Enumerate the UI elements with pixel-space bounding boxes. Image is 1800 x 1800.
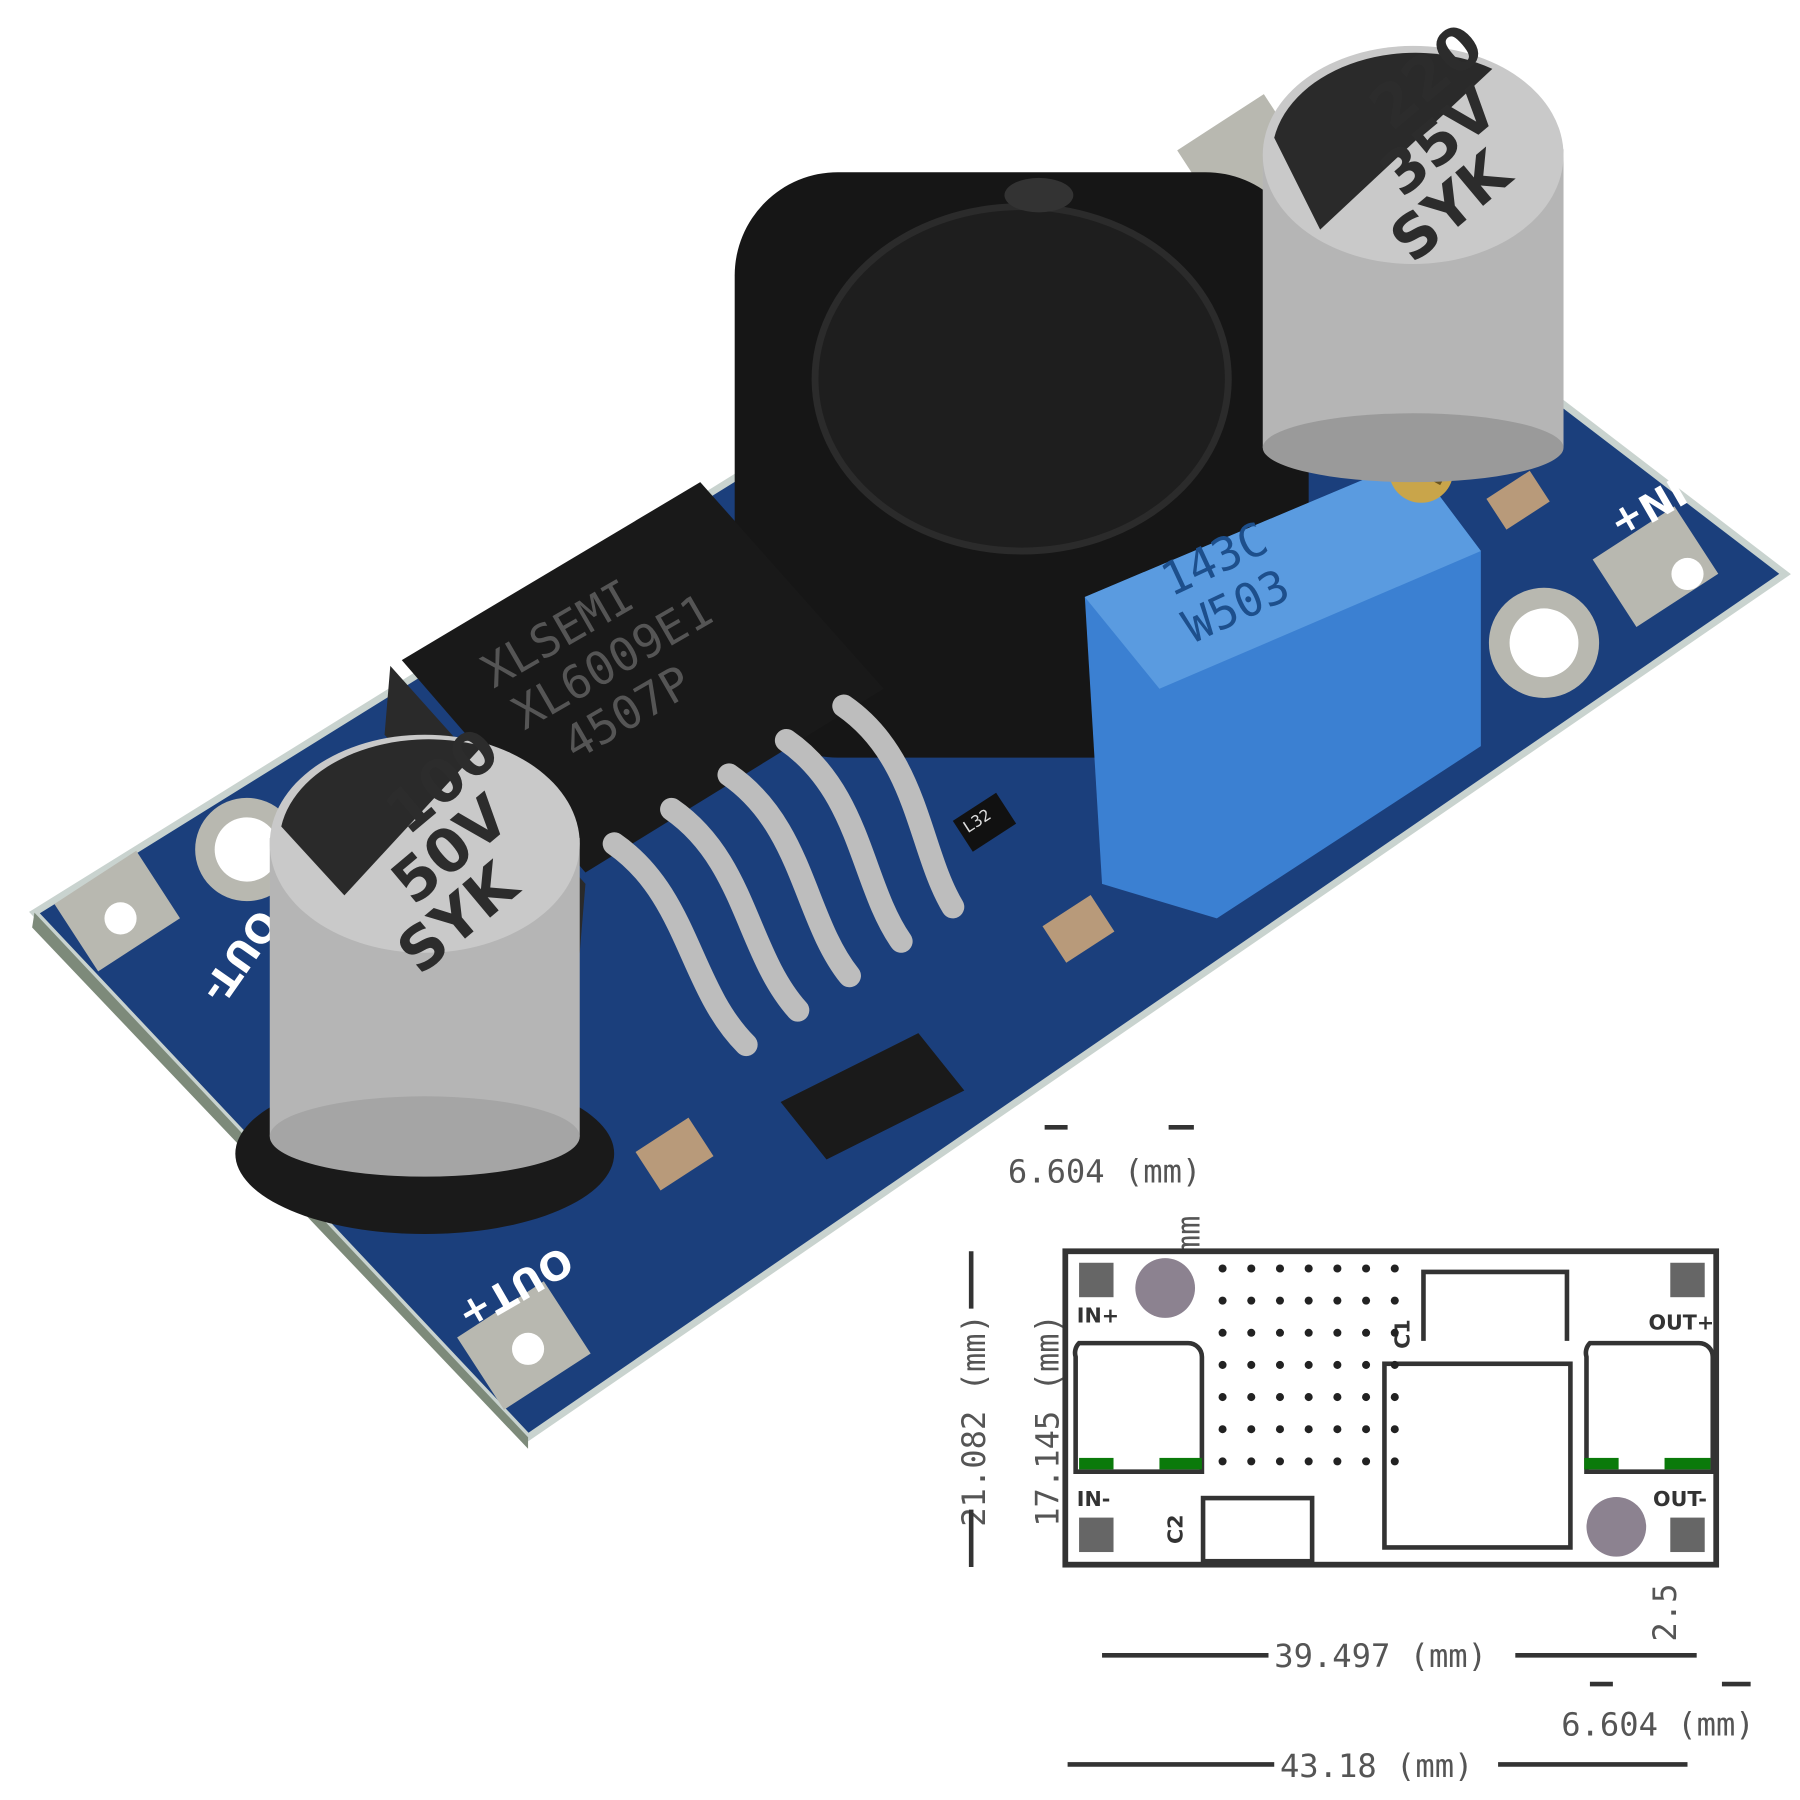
via [1304,1425,1313,1434]
via [1390,1393,1399,1402]
mounting-hole-top [1135,1258,1196,1318]
via [1362,1296,1371,1305]
via [1333,1360,1342,1369]
via [1275,1393,1284,1402]
via [1362,1360,1371,1369]
via [1275,1328,1284,1337]
via [1218,1457,1227,1466]
via-grid [1218,1264,1399,1466]
via [1304,1360,1313,1369]
via [1333,1425,1342,1434]
via [1333,1296,1342,1305]
via [1390,1457,1399,1466]
via [1362,1393,1371,1402]
via [1390,1296,1399,1305]
via [1275,1425,1284,1434]
dim-height-outer: 21.082 (mm) [955,1314,993,1527]
dim-width-inner: 39.497 (mm) [1274,1637,1487,1675]
via [1218,1360,1227,1369]
capacitor-output: 100 50V SYK [235,715,615,1235]
label-in-plus: IN+ [1077,1303,1119,1327]
via [1247,1360,1256,1369]
via [1218,1425,1227,1434]
via [1362,1457,1371,1466]
via [1304,1393,1313,1402]
via [1247,1393,1256,1402]
dim-width-outer: 43.18 (mm) [1280,1747,1473,1785]
dim-bottom-hole-offset: 6.604 (mm) [1561,1706,1754,1744]
via [1362,1328,1371,1337]
diode [780,1033,965,1160]
via [1275,1360,1284,1369]
via [1390,1264,1399,1273]
smd-capacitor [1486,470,1550,530]
via [1390,1328,1399,1337]
dim-top-hole-offset: 6.604 (mm) [1008,1152,1201,1190]
smd-capacitor [635,1117,714,1191]
via [1275,1264,1284,1273]
smd-resistor [952,792,1017,852]
via [1304,1296,1313,1305]
smd-capacitor [1042,894,1115,963]
via [1333,1457,1342,1466]
via [1333,1328,1342,1337]
label-in-minus: IN- [1077,1487,1111,1511]
via [1275,1457,1284,1466]
dim-height-inner: 17.145 (mm) [1028,1314,1066,1527]
label-out-plus: OUT+ [1648,1310,1714,1334]
via [1247,1425,1256,1434]
via [1333,1264,1342,1273]
via [1390,1425,1399,1434]
capacitor-input: 220 35V SYK [1262,11,1564,483]
via [1390,1360,1399,1369]
via [1218,1393,1227,1402]
corner-pads [1079,1262,1705,1553]
via [1218,1328,1227,1337]
label-c2: C2 [1163,1514,1187,1544]
via [1218,1264,1227,1273]
via [1275,1296,1284,1305]
via [1247,1264,1256,1273]
via [1247,1328,1256,1337]
via [1304,1328,1313,1337]
via [1218,1296,1227,1305]
via [1304,1264,1313,1273]
via [1304,1457,1313,1466]
via [1362,1425,1371,1434]
dim-hole-bottom: 2.5 [1646,1584,1684,1642]
label-out-minus: OUT- [1653,1487,1707,1511]
via [1247,1457,1256,1466]
via [1333,1393,1342,1402]
potentiometer: 143C W503 [1084,438,1481,919]
via [1362,1264,1371,1273]
via [1247,1296,1256,1305]
mounting-hole-bottom [1586,1496,1647,1557]
